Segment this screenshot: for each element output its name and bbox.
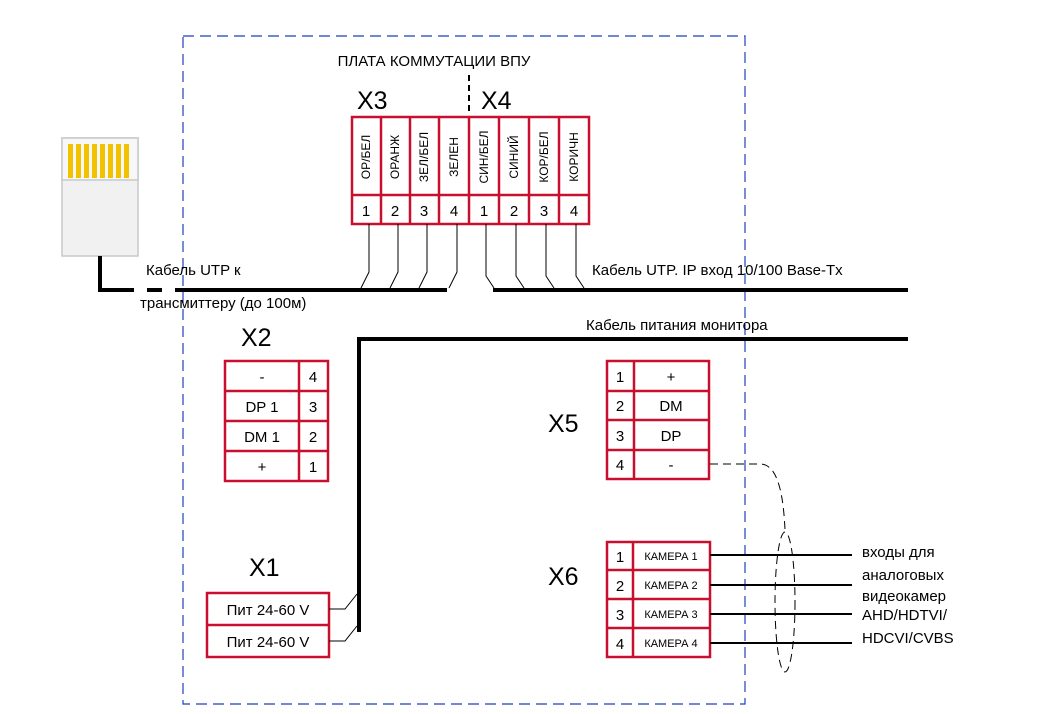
x4-wire-4: КОРИЧН xyxy=(567,132,581,181)
x2-pin-4: 1 xyxy=(309,459,317,476)
x2-signal-3: DM 1 xyxy=(244,429,280,446)
x5-pin-1: 1 xyxy=(616,369,624,386)
camera-wires xyxy=(710,554,852,644)
camera-inputs-line-5: HDCVI/CVBS xyxy=(862,630,954,647)
x5-pin-4: 4 xyxy=(616,457,624,474)
x2-pin-2: 3 xyxy=(309,399,317,416)
x6-signal-4: КАМЕРА 4 xyxy=(644,638,697,650)
x2-signal-2: DP 1 xyxy=(245,399,278,416)
x4-title: X4 xyxy=(481,87,512,115)
x1-row-2: Пит 24-60 V xyxy=(227,634,310,651)
x3-thin-wires xyxy=(360,224,458,289)
x6-pin-4: 4 xyxy=(616,636,624,653)
x1-title: X1 xyxy=(249,554,280,582)
x2-pin-3: 2 xyxy=(309,429,317,446)
x3-wire-1: ОР/БЕЛ xyxy=(359,135,373,179)
utp-cable-left-label-2: трансмиттеру (до 100м) xyxy=(140,295,306,312)
x6-pin-3: 3 xyxy=(616,607,624,624)
x6-title: X6 xyxy=(548,563,579,591)
x5-signal-2: DM xyxy=(659,398,682,415)
x6-signal-2: КАМЕРА 2 xyxy=(644,580,697,592)
rj45-plug-icon xyxy=(61,137,139,257)
x2-title: X2 xyxy=(241,324,272,352)
utp-cable-right-label: Кабель UTP. IP вход 10/100 Base-Tx xyxy=(592,262,843,279)
x5-connector xyxy=(605,359,711,481)
x3-pin-2: 2 xyxy=(391,203,399,220)
x3-wire-4: ЗЕЛЕН xyxy=(447,137,461,177)
shield-ground-wire xyxy=(710,463,786,531)
board-title: ПЛАТА КОММУТАЦИИ ВПУ xyxy=(338,53,531,70)
x5-signal-1: + xyxy=(667,369,676,386)
x2-signal-1: - xyxy=(260,369,265,386)
x3-x4-connector xyxy=(350,115,591,226)
camera-inputs-line-4: AHD/HDTVI/ xyxy=(862,607,948,624)
x1-thin-wires xyxy=(329,593,358,642)
x6-pin-1: 1 xyxy=(616,549,624,566)
x4-thin-wires xyxy=(485,224,585,289)
x3-pin-1: 1 xyxy=(362,203,370,220)
camera-inputs-line-1: входы для xyxy=(862,544,935,561)
x4-pin-1: 1 xyxy=(480,203,488,220)
x3-pin-4: 4 xyxy=(450,203,458,220)
x1-row-1: Пит 24-60 V xyxy=(227,602,310,619)
x4-wire-2: СИНИЙ xyxy=(506,135,521,178)
x4-pin-2: 2 xyxy=(510,203,518,220)
x6-pin-2: 2 xyxy=(616,578,624,595)
x6-signal-3: КАМЕРА 3 xyxy=(644,609,697,621)
x3-wire-2: ОРАНЖ xyxy=(388,135,402,179)
power-cable-label: Кабель питания монитора xyxy=(586,317,768,334)
camera-inputs-line-3: видеокамер xyxy=(862,588,946,605)
x5-pin-2: 2 xyxy=(616,398,624,415)
x4-wire-1: СИН/БЕЛ xyxy=(477,130,491,183)
x3-wire-3: ЗЕЛ/БЕЛ xyxy=(417,132,431,182)
power-cable xyxy=(357,337,908,632)
cable-shield-ellipse xyxy=(774,531,796,673)
board-outline xyxy=(182,35,746,705)
x5-pin-3: 3 xyxy=(616,428,624,445)
x4-pin-4: 4 xyxy=(570,203,578,220)
x5-title: X5 xyxy=(548,410,579,438)
camera-inputs-line-2: аналоговых xyxy=(862,567,944,584)
x3-pin-3: 3 xyxy=(420,203,428,220)
x3-title: X3 xyxy=(357,87,388,115)
x4-wire-3: КОР/БЕЛ xyxy=(537,131,551,182)
x5-signal-4: - xyxy=(669,457,674,474)
x5-signal-3: DP xyxy=(661,428,682,445)
x2-pin-1: 4 xyxy=(309,369,317,386)
x6-signal-1: КАМЕРА 1 xyxy=(644,551,697,563)
x4-pin-3: 3 xyxy=(540,203,548,220)
x1-connector xyxy=(205,591,331,659)
x6-connector xyxy=(605,540,712,659)
x2-signal-4: + xyxy=(258,459,267,476)
utp-cable-left xyxy=(98,256,447,292)
utp-cable-left-label-1: Кабель UTP к xyxy=(146,262,241,279)
x2-connector xyxy=(223,359,330,483)
